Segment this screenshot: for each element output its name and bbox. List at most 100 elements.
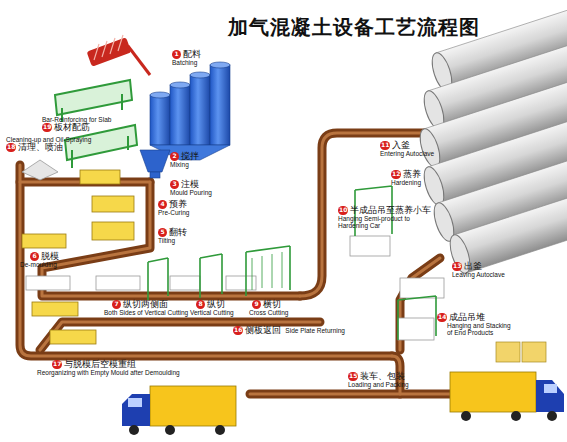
step-name-english: Cross Cutting xyxy=(249,309,288,316)
step-label: 7纵切两侧面Both Sides of Vertical Cutting xyxy=(112,300,188,316)
step-name: 装车、包装 xyxy=(360,372,405,381)
step-name: 横切 xyxy=(263,300,281,309)
truck-right xyxy=(450,372,564,421)
step-name-english: Cleaning-up and Oil-Spraying xyxy=(6,136,91,143)
callout-number: 2 xyxy=(170,152,179,161)
step-name: 纵切 xyxy=(207,300,225,309)
step-name: 出釜 xyxy=(464,262,482,271)
step-name-english: Mould Pouring xyxy=(170,189,212,196)
label-head: 17与脱模后空模重组 xyxy=(52,360,136,369)
step-name: 蒸养 xyxy=(403,170,421,179)
silos xyxy=(140,62,230,178)
callout-number: 6 xyxy=(30,252,39,261)
step-name-english: Leaving Autoclave xyxy=(452,271,505,278)
step-label: 8纵切Vertical Cutting xyxy=(196,300,234,316)
label-head: 3注模 xyxy=(170,180,199,189)
step-label: 19板材配筋Bar-Reinforcing for Slab xyxy=(42,116,111,132)
step-label: 11入釜Entering Autoclave xyxy=(380,141,434,157)
callout-number: 7 xyxy=(112,300,121,309)
label-head: 6脱模 xyxy=(30,252,59,261)
step-name-english: Batching xyxy=(172,59,197,66)
step-name-english: Side Plate Returning xyxy=(285,327,345,334)
step-name-english: De-moulding xyxy=(20,261,57,268)
cake-blocks xyxy=(26,236,444,340)
callout-number: 13 xyxy=(452,262,462,271)
callout-number: 19 xyxy=(42,123,52,132)
step-name: 入釜 xyxy=(392,141,410,150)
step-name: 侧板返回 xyxy=(245,326,281,335)
step-name: 纵切两侧面 xyxy=(123,300,168,309)
callout-number: 18 xyxy=(6,143,16,152)
step-label: 5翻转Tilting xyxy=(158,228,187,244)
step-label: 2搅拌Mixing xyxy=(170,152,199,168)
label-head: 5翻转 xyxy=(158,228,187,237)
callout-number: 9 xyxy=(252,300,261,309)
step-label: 17与脱模后空模重组Reorganizing with Empty Mould … xyxy=(52,360,180,376)
label-head: 9横切 xyxy=(252,300,281,309)
step-name-english: Hanging Semi-product to Hardening Car xyxy=(338,215,420,229)
step-name-english: Entering Autoclave xyxy=(380,150,434,157)
label-head: 12蒸养 xyxy=(391,170,421,179)
callout-number: 15 xyxy=(348,372,358,381)
step-label: 10半成品吊至蒸养小车Hanging Semi-product to Harde… xyxy=(338,206,431,229)
step-label: 14成品吊堆Hanging and Stacking of End Produc… xyxy=(437,313,511,336)
step-name: 板材配筋 xyxy=(54,123,90,132)
step-name: 与脱模后空模重组 xyxy=(64,360,136,369)
label-head: 14成品吊堆 xyxy=(437,313,485,322)
cutting-machines xyxy=(148,186,436,340)
label-head: 15装车、包装 xyxy=(348,372,405,381)
diagram-title: 加气混凝土设备工艺流程图 xyxy=(228,14,480,41)
step-name-english: Pre-Curing xyxy=(158,209,189,216)
step-name-english: Hanging and Stacking of End Products xyxy=(447,322,511,336)
step-name-english: Hardening xyxy=(391,179,421,186)
callout-number: 1 xyxy=(172,50,181,59)
step-name-english: Bar-Reinforcing for Slab xyxy=(42,116,111,123)
step-name-english: Reorganizing with Empty Mould after Demo… xyxy=(37,369,180,376)
step-name: 翻转 xyxy=(169,228,187,237)
step-label: 6脱模De-moulding xyxy=(30,252,59,268)
label-head: 11入釜 xyxy=(380,141,410,150)
callout-number: 5 xyxy=(158,228,167,237)
label-head: 2搅拌 xyxy=(170,152,199,161)
step-name: 成品吊堆 xyxy=(449,313,485,322)
step-name: 预养 xyxy=(169,200,187,209)
step-label: 16侧板返回 Side Plate Returning xyxy=(233,326,345,335)
step-name-english: Vertical Cutting xyxy=(190,309,234,316)
step-name-english: Loading and Packing xyxy=(348,381,409,388)
callout-number: 10 xyxy=(338,206,348,215)
label-head: 19板材配筋 xyxy=(42,123,90,132)
conveyor-track xyxy=(20,133,450,394)
label-head: 10半成品吊至蒸养小车 xyxy=(338,206,431,215)
callout-number: 12 xyxy=(391,170,401,179)
label-head: 1配料 xyxy=(172,50,201,59)
label-head: 7纵切两侧面 xyxy=(112,300,168,309)
callout-number: 17 xyxy=(52,360,62,369)
callout-number: 16 xyxy=(233,326,243,335)
step-label: 4预养Pre-Curing xyxy=(158,200,189,216)
step-name: 配料 xyxy=(183,50,201,59)
moulds xyxy=(22,170,134,344)
label-head: 4预养 xyxy=(158,200,187,209)
step-name-english: Both Sides of Vertical Cutting xyxy=(104,309,188,316)
screw-feeder xyxy=(87,35,150,75)
step-label: 3注模Mould Pouring xyxy=(170,180,212,196)
cleaning-station xyxy=(22,160,58,180)
label-head: 8纵切 xyxy=(196,300,225,309)
step-label: 18清理、喷油Cleaning-up and Oil-Spraying xyxy=(6,136,91,152)
step-label: 15装车、包装Loading and Packing xyxy=(348,372,409,388)
product-stacks xyxy=(496,342,546,362)
step-name: 清理、喷油 xyxy=(18,143,63,152)
step-name-english: Mixing xyxy=(170,161,189,168)
label-head: 13出釜 xyxy=(452,262,482,271)
truck-left xyxy=(122,386,236,435)
step-label: 9横切Cross Cutting xyxy=(252,300,288,316)
autoclaves xyxy=(416,0,567,275)
step-name: 脱模 xyxy=(41,252,59,261)
label-head: 18清理、喷油 xyxy=(6,143,63,152)
callout-number: 14 xyxy=(437,313,447,322)
step-label: 13出釜Leaving Autoclave xyxy=(452,262,505,278)
label-head: 16侧板返回 xyxy=(233,326,281,335)
callout-number: 8 xyxy=(196,300,205,309)
callout-number: 11 xyxy=(380,141,390,150)
